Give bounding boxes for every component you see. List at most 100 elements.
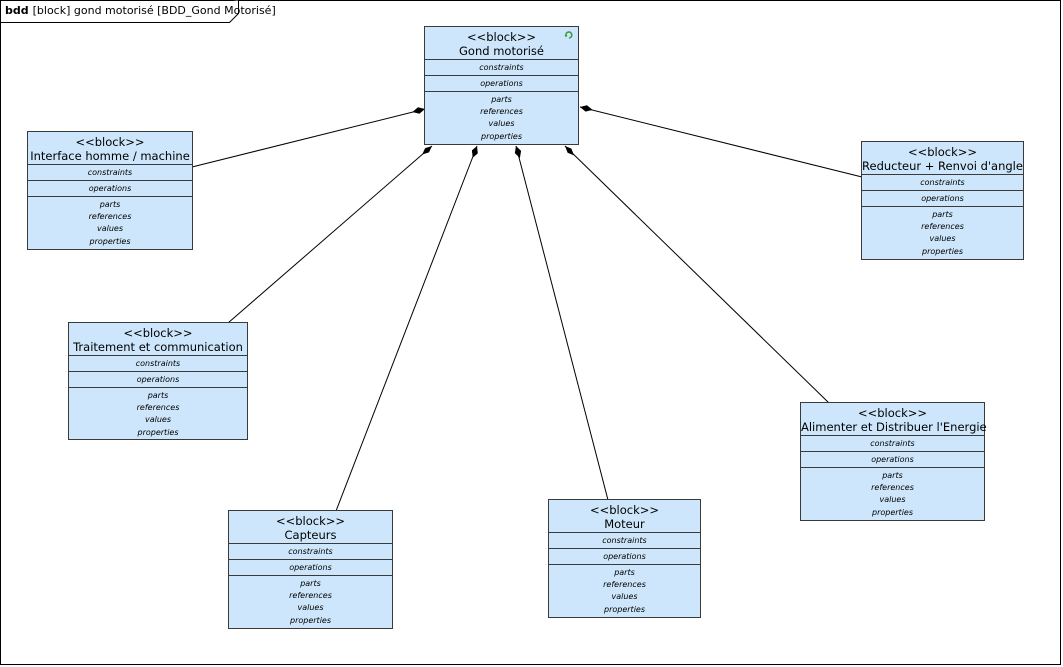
block-header: <<block>> Moteur [549,500,700,533]
parts-label: parts [300,579,321,588]
block-name: Traitement et communication [73,340,243,354]
properties-compartment: parts references values properties [229,576,392,627]
parts-label: parts [882,471,903,480]
block-gond-motorise[interactable]: <<block>> Gond motorisé constraints oper… [424,26,579,145]
references-label: references [88,212,132,222]
composition-line [191,108,426,168]
parts-label: parts [491,95,512,104]
composition-line [227,145,433,324]
composite-diamond [471,146,478,158]
operations-compartment: operations [28,181,192,197]
properties-compartment: parts references values properties [862,207,1023,258]
frame-header-outline [0,0,239,23]
composition-line [515,145,609,501]
values-label: values [879,495,906,505]
properties-compartment: parts references values properties [801,468,984,519]
composition-line [564,145,830,404]
constraints-compartment: constraints [862,175,1023,191]
references-label: references [480,107,523,117]
composite-diamond [565,146,574,156]
properties-label: properties [604,604,645,614]
block-stereotype: <<block>> [857,406,928,420]
block-reducteur[interactable]: <<block>> Reducteur + Renvoi d'angle con… [861,141,1024,260]
block-header: <<block>> Capteurs [229,511,392,544]
block-header: <<block>> Traitement et communication [69,323,247,356]
composition-traitement[interactable] [227,145,433,324]
composite-diamond [514,146,522,158]
properties-compartment: parts references values properties [69,388,247,439]
block-traitement[interactable]: <<block>> Traitement et communication co… [68,322,248,440]
block-name: Capteurs [284,528,337,542]
properties-label: properties [137,427,179,437]
constraints-compartment: constraints [549,533,700,549]
operations-compartment: operations [69,372,247,388]
block-header: <<block>> Reducteur + Renvoi d'angle [862,142,1023,175]
block-moteur[interactable]: <<block>> Moteur constraints operations … [548,499,701,618]
composition-capteurs[interactable] [335,145,478,512]
constraints-compartment: constraints [801,436,984,452]
references-label: references [136,403,180,413]
block-capteurs[interactable]: <<block>> Capteurs constraints operation… [228,510,393,629]
properties-label: properties [290,615,331,625]
block-alimenter[interactable]: <<block>> Alimenter et Distribuer l'Ener… [800,402,987,521]
operations-compartment: operations [801,452,984,468]
composition-line [335,145,478,512]
block-header: <<block>> Interface homme / machine [28,132,192,165]
composition-line [579,106,863,178]
block-name: Interface homme / machine [30,149,190,163]
values-label: values [144,415,172,425]
block-name: Moteur [604,517,645,531]
frame-title: bdd[block] gond motorisé [BDD_Gond Motor… [5,4,276,17]
block-stereotype: <<block>> [123,326,193,340]
values-label: values [929,234,956,244]
properties-compartment: parts references values properties [425,92,578,143]
operations-compartment: operations [425,76,578,92]
block-header: <<block>> Gond motorisé [425,27,578,60]
properties-label: properties [872,507,913,517]
references-label: references [871,483,914,493]
composition-moteur[interactable] [514,145,609,501]
composite-diamond [580,105,593,112]
block-name: Gond motorisé [459,44,544,58]
block-header: <<block>> Alimenter et Distribuer l'Ener… [801,403,987,436]
composite-diamond [412,107,425,114]
parts-label: parts [932,210,953,219]
composite-diamond [422,146,432,155]
references-label: references [603,580,646,590]
frame-title-text: [block] gond motorisé [BDD_Gond Motorisé… [32,4,276,17]
block-name: Alimenter et Distribuer l'Energie [801,420,987,434]
constraints-compartment: constraints [69,356,247,372]
values-label: values [488,119,515,129]
properties-compartment: parts references values properties [28,197,192,248]
constraints-compartment: constraints [425,60,578,76]
references-label: references [289,591,332,601]
constraints-compartment: constraints [28,165,192,181]
references-label: references [921,222,964,232]
values-label: values [611,592,638,602]
values-label: values [297,603,324,613]
composition-alimenter[interactable] [564,145,830,404]
frame-kind: bdd [5,4,29,17]
values-label: values [96,224,124,234]
block-stereotype: <<block>> [275,514,346,528]
properties-compartment: parts references values properties [549,565,700,616]
properties-label: properties [481,131,522,141]
block-name: Reducteur + Renvoi d'angle [862,159,1023,173]
composition-interface[interactable] [191,107,426,168]
parts-label: parts [614,568,635,577]
properties-label: properties [922,246,963,256]
block-stereotype: <<block>> [466,30,537,44]
properties-label: properties [89,236,131,246]
composition-reducteur[interactable] [579,105,863,178]
block-stereotype: <<block>> [75,135,145,149]
block-stereotype: <<block>> [589,503,660,517]
constraints-compartment: constraints [229,544,392,560]
parts-label: parts [147,391,169,400]
block-interface[interactable]: <<block>> Interface homme / machine cons… [27,131,193,250]
refresh-icon [564,31,573,39]
parts-label: parts [99,200,121,209]
operations-compartment: operations [229,560,392,576]
block-stereotype: <<block>> [907,145,978,159]
operations-compartment: operations [862,191,1023,207]
